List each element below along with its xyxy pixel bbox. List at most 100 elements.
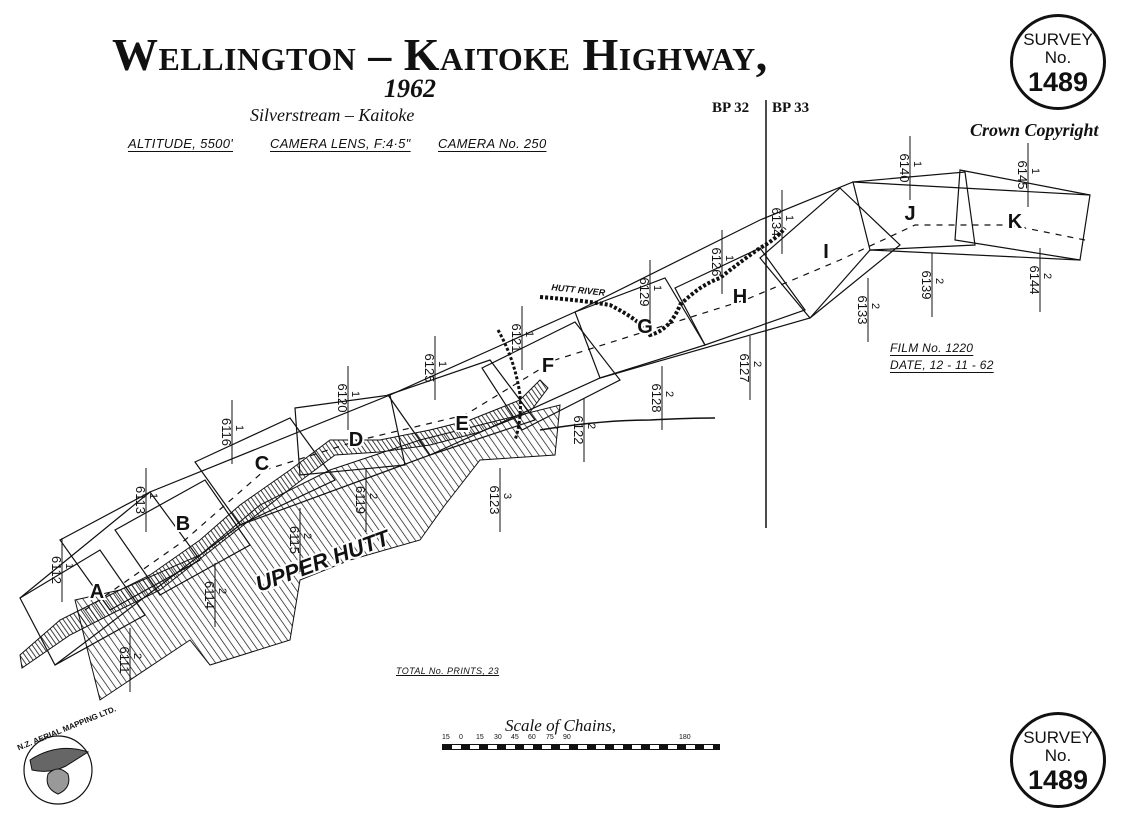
print-number-6114: 6114	[202, 581, 217, 609]
survey-no-label: No.	[1044, 48, 1072, 67]
print-number-6119: 6119	[353, 486, 368, 514]
aerial-mapping-logo	[23, 735, 93, 805]
scale-tick-label: 90	[563, 734, 571, 741]
print-suffix-6123: 3	[501, 493, 513, 499]
scale-tick-label: 180	[679, 734, 691, 741]
print-number-6139: 6139	[919, 271, 934, 300]
print-suffix-6113: 1	[147, 493, 159, 499]
highway-band	[19, 379, 549, 669]
frame-c1	[114, 479, 251, 596]
survey-label: SURVEY	[1023, 30, 1093, 49]
print-suffix-6129: 1	[651, 285, 663, 291]
survey-number: 1489	[1027, 67, 1089, 97]
print-suffix-6111: 2	[131, 653, 143, 659]
river-branch	[496, 329, 522, 441]
print-suffix-6126: 1	[723, 255, 735, 261]
stream-line	[539, 417, 716, 431]
run-letter-f: F	[542, 355, 554, 377]
scale-tick-label: 60	[528, 734, 536, 741]
print-suffix-6128: 2	[663, 391, 675, 397]
frame-i	[759, 187, 901, 319]
print-number-6122: 6122	[571, 416, 586, 445]
print-number-6145: 6145	[1015, 161, 1030, 190]
survey-badge-bottom: SURVEY No. 1489	[1010, 712, 1106, 808]
frame-d	[294, 394, 406, 476]
scale-tick-label: 0	[459, 734, 463, 741]
print-suffix-6144: 2	[1041, 273, 1053, 279]
logo-ring	[23, 735, 93, 805]
run-letter-e: E	[455, 413, 468, 435]
print-suffix-6114: 2	[216, 588, 228, 594]
scale-tick-label: 15	[476, 734, 484, 741]
run-letter-a: A	[90, 581, 104, 603]
print-number-6140: 6140	[897, 154, 912, 183]
print-suffix-6139: 2	[933, 278, 945, 284]
film-number: FILM No. 1220	[890, 341, 974, 355]
print-suffix-6121: 1	[523, 331, 535, 337]
frame-c2	[194, 417, 336, 526]
print-number-6126: 6126	[709, 248, 724, 277]
frame-e	[387, 359, 536, 456]
bp-right-label: BP 33	[772, 100, 810, 116]
print-number-6123: 6123	[487, 486, 502, 515]
print-suffix-6115: 2	[301, 533, 313, 539]
print-suffix-6116: 1	[233, 425, 245, 431]
total-prints-label: TOTAL No. PRINTS, 23	[396, 666, 500, 676]
print-suffix-6122: 2	[585, 423, 597, 429]
print-suffix-6133: 2	[869, 303, 881, 309]
run-letter-i: I	[823, 241, 829, 263]
camera-lens-label: CAMERA LENS, F:4·5"	[270, 136, 411, 151]
print-number-6115: 6115	[287, 526, 302, 554]
print-number-6133: 6133	[855, 296, 870, 325]
run-letter-k: K	[1008, 211, 1023, 233]
map-year: 1962	[384, 74, 436, 103]
print-suffix-6127: 2	[751, 361, 763, 367]
run-letter-j: J	[904, 203, 915, 225]
map-title: Wellington – Kaitoke Highway,	[112, 29, 768, 80]
route-subtitle: Silverstream – Kaitoke	[250, 105, 415, 125]
frame-f	[481, 321, 621, 431]
print-number-6113: 6113	[133, 486, 148, 514]
copyright-label: Crown Copyright	[970, 120, 1099, 140]
river-label: HUTT RIVER	[551, 282, 606, 298]
altitude-label: ALTITUDE, 5500'	[128, 136, 234, 151]
scale-tick-label: 75	[546, 734, 554, 741]
print-number-6120: 6120	[335, 384, 350, 413]
run-letter-d: D	[349, 429, 363, 451]
print-suffix-6112: 1	[63, 563, 75, 569]
print-number-6121: 6121	[509, 324, 524, 353]
logo-globe-icon	[46, 768, 70, 795]
run-outline-bottom	[54, 249, 1081, 666]
print-number-6134: 6134	[769, 208, 784, 237]
print-number-6129: 6129	[637, 278, 652, 307]
run-outline-top	[19, 181, 1091, 599]
survey-badge-top: SURVEY No. 1489	[1010, 14, 1106, 110]
print-number-6127: 6127	[737, 354, 752, 383]
print-suffix-6119: 2	[367, 493, 379, 499]
scale-title: Scale of Chains,	[505, 716, 616, 735]
print-number-6112: 6112	[49, 556, 64, 584]
frame-a	[19, 549, 146, 666]
print-number-6144: 6144	[1027, 266, 1042, 295]
print-suffix-6145: 1	[1029, 168, 1041, 174]
camera-number-label: CAMERA No. 250	[438, 136, 547, 151]
print-suffix-6120: 1	[349, 391, 361, 397]
scale-tick-label: 30	[494, 734, 502, 741]
frame-b	[59, 491, 201, 611]
run-letter-b: B	[176, 513, 190, 535]
bp-left-label: BP 32	[712, 100, 750, 116]
frame-j	[852, 171, 976, 251]
logo-wing-icon	[29, 747, 90, 772]
scale-tick-label: 15	[442, 734, 450, 741]
frame-h	[674, 247, 806, 346]
survey-no-label: No.	[1044, 746, 1072, 765]
film-info: FILM No. 1220 DATE, 12 - 11 - 62	[890, 340, 994, 374]
scale-tick-label: 45	[511, 734, 519, 741]
print-number-6128: 6128	[649, 384, 664, 413]
print-number-6111: 6111	[117, 647, 132, 674]
run-letter-c: C	[255, 453, 269, 475]
scale-bar	[442, 744, 720, 750]
flight-centre-line	[84, 224, 1086, 611]
survey-number: 1489	[1027, 765, 1089, 795]
